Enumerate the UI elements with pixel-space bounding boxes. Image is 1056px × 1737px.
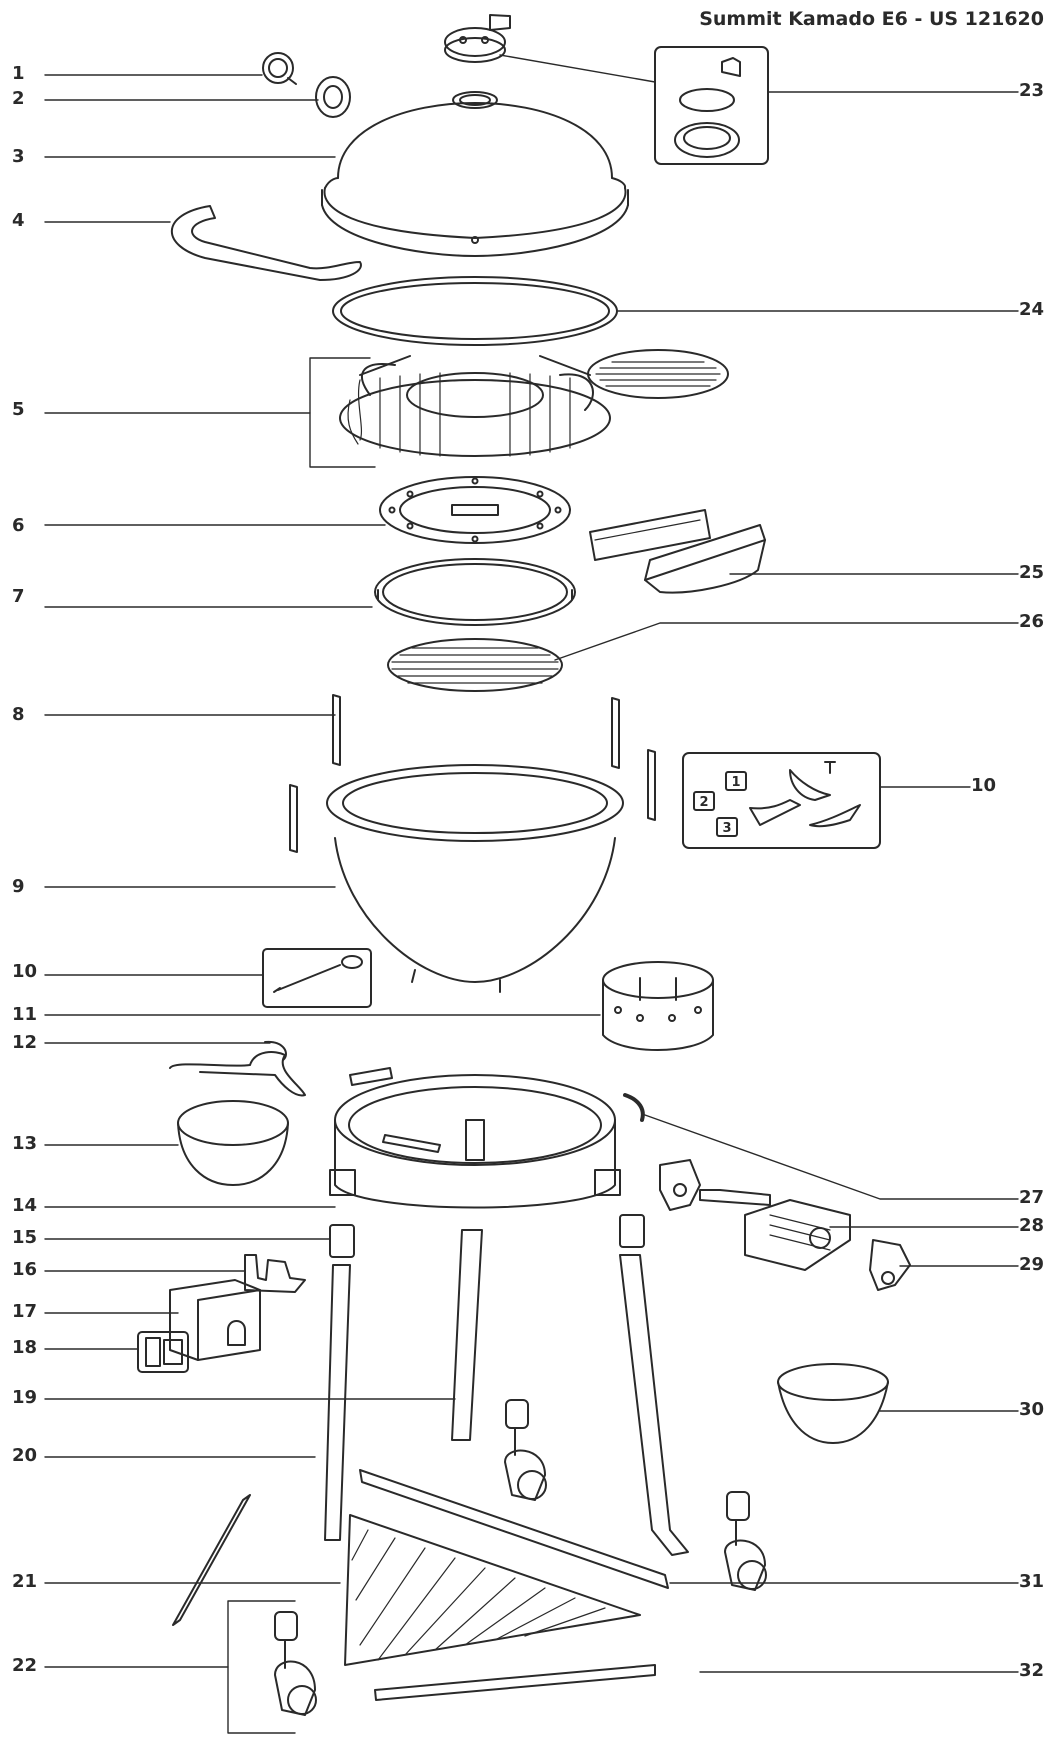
part-label-15: 15 — [12, 1227, 38, 1248]
diffuser-rack-part — [374, 558, 576, 626]
top-vent-part — [444, 14, 511, 63]
ash-pan-part — [777, 1363, 889, 1444]
part-label-20: 20 — [12, 1445, 38, 1466]
part-label-4: 4 — [12, 210, 25, 231]
bowl-part — [326, 764, 624, 993]
igniter-button-part — [137, 1331, 189, 1373]
part-label-11: 11 — [12, 1004, 38, 1025]
part-label-25: 25 — [1018, 562, 1044, 583]
part-label-24: 24 — [1018, 299, 1044, 320]
part-label-31: 31 — [1018, 1571, 1044, 1592]
part-label-5: 5 — [12, 399, 25, 420]
lid-handle-part — [170, 205, 362, 281]
part-label-1: 1 — [12, 63, 25, 84]
igniter-box-part — [169, 1279, 261, 1361]
part-label-16: 16 — [12, 1259, 38, 1280]
gasket-part — [332, 276, 618, 346]
part-label-10-inset: 10 — [970, 775, 996, 796]
small-grate-part — [587, 349, 729, 399]
part-label-32: 32 — [1018, 1660, 1044, 1681]
clamp-part — [244, 1254, 306, 1293]
part-label-17: 17 — [12, 1301, 38, 1322]
inset-number: 3 — [722, 821, 731, 836]
part-label-26: 26 — [1018, 611, 1044, 632]
part-label-7: 7 — [12, 586, 25, 607]
diagram-title: Summit Kamado E6 - US 121620 — [699, 8, 1044, 30]
hinge-part — [659, 1159, 701, 1211]
frame-clip-part — [623, 1093, 645, 1122]
frame-ring-part — [329, 1067, 621, 1209]
thermometer-part — [262, 52, 297, 85]
mount-bracket-part — [699, 1189, 851, 1271]
bowl-brackets-part — [289, 694, 656, 853]
leader-lines — [44, 54, 1019, 1734]
lid-part — [321, 91, 629, 257]
part-label-10: 10 — [12, 961, 38, 982]
charcoal-grate-part — [387, 638, 563, 692]
diffuser-plate-part — [379, 476, 571, 544]
ash-bowl-part — [177, 1100, 289, 1186]
cross-bars-part — [172, 1469, 669, 1701]
part-label-29: 29 — [1018, 1254, 1044, 1275]
casters-part — [274, 1399, 767, 1716]
leg-sleeves-part — [329, 1214, 645, 1258]
part-label-13: 13 — [12, 1133, 38, 1154]
part-label-12: 12 — [12, 1032, 38, 1053]
side-bracket-part — [869, 1239, 911, 1291]
adjustment-tool-inset — [682, 752, 881, 849]
top-vent-inset — [654, 46, 769, 165]
part-label-9: 9 — [12, 876, 25, 897]
thermometer-bezel-part — [315, 76, 351, 118]
part-label-23: 23 — [1018, 80, 1044, 101]
charcoal-baskets-part — [589, 509, 766, 594]
part-label-18: 18 — [12, 1337, 38, 1358]
part-label-30: 30 — [1018, 1399, 1044, 1420]
part-label-21: 21 — [12, 1571, 38, 1592]
part-label-3: 3 — [12, 146, 25, 167]
cooking-grate-part — [339, 355, 611, 457]
wire-holder-part — [169, 1040, 306, 1097]
part-label-28: 28 — [1018, 1215, 1044, 1236]
charcoal-ring-part — [602, 961, 714, 1051]
bottom-shelf-part — [344, 1514, 641, 1666]
adjustment-tool-part — [262, 948, 372, 1008]
part-label-2: 2 — [12, 88, 25, 109]
part-label-6: 6 — [12, 515, 25, 536]
part-label-14: 14 — [12, 1195, 38, 1216]
inset-number: 1 — [731, 775, 740, 790]
part-label-22: 22 — [12, 1655, 38, 1676]
part-label-8: 8 — [12, 704, 25, 725]
inset-number: 2 — [699, 795, 708, 810]
legs-part — [324, 1229, 689, 1556]
part-label-19: 19 — [12, 1387, 38, 1408]
part-label-27: 27 — [1018, 1187, 1044, 1208]
